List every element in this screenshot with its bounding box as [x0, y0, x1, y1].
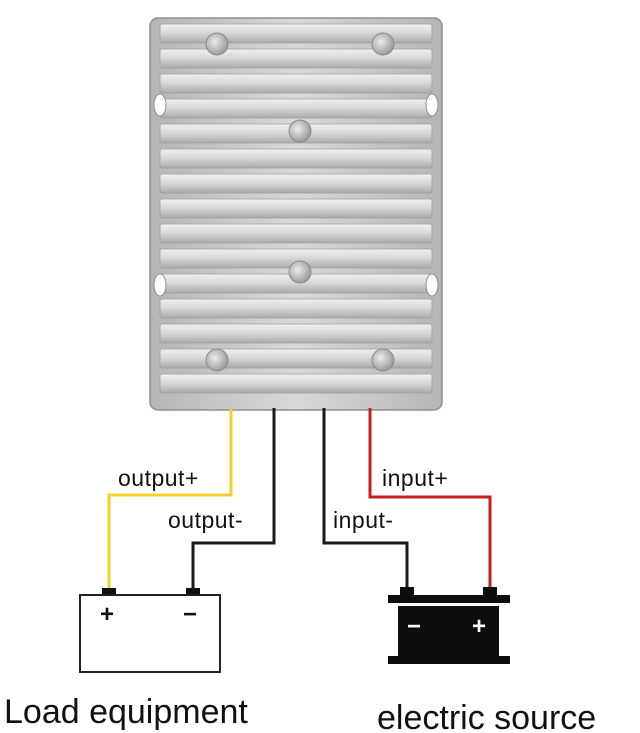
heatsink-fin: [159, 223, 433, 244]
heatsink-fin: [159, 48, 433, 69]
mounting-hole: [153, 273, 167, 297]
heatsink-fin: [159, 298, 433, 319]
screw-icon: [288, 119, 312, 143]
heatsink-fin: [159, 148, 433, 169]
load-plus-terminal: +: [100, 601, 114, 628]
mounting-hole: [153, 93, 167, 117]
heatsink-fin: [159, 198, 433, 219]
input-plus-wire: [368, 408, 492, 592]
mounting-hole: [425, 273, 439, 297]
input-plus-label: input+: [382, 465, 448, 491]
screw-icon: [371, 32, 395, 56]
load-equipment-caption: Load equipment: [4, 693, 248, 731]
battery-plus-terminal: +: [472, 613, 486, 640]
heatsink-fins: [159, 23, 433, 394]
heatsink-screws: [205, 32, 395, 372]
screw-icon: [288, 260, 312, 284]
heatsink-fin: [159, 98, 433, 119]
electric-source-caption: electric source: [377, 699, 596, 733]
screw-icon: [205, 32, 229, 56]
mounting-holes: [153, 93, 439, 297]
screw-icon: [205, 348, 229, 372]
output-plus-wire: [107, 408, 233, 592]
heatsink-fin: [159, 23, 433, 44]
heatsink-fin: [159, 373, 433, 394]
wires: [107, 408, 492, 592]
input-minus-label: input-: [333, 507, 394, 533]
mounting-hole: [425, 93, 439, 117]
output-minus-wire: [191, 408, 276, 592]
load-box-icon: + −: [79, 588, 221, 673]
battery-icon: − +: [388, 587, 510, 664]
output-minus-label: output-: [168, 507, 243, 533]
input-minus-wire: [322, 408, 409, 592]
converter-heatsink-icon: [149, 17, 443, 411]
output-plus-label: output+: [118, 465, 199, 491]
screw-icon: [371, 348, 395, 372]
heatsink-fin: [159, 73, 433, 94]
load-minus-terminal: −: [183, 601, 197, 628]
heatsink-fin: [159, 323, 433, 344]
battery-minus-terminal: −: [407, 613, 421, 640]
heatsink-fin: [159, 173, 433, 194]
